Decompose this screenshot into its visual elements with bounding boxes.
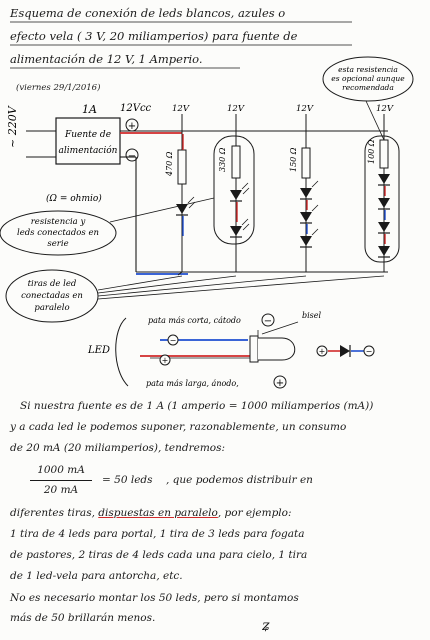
long-leg-plus-icon xyxy=(273,375,287,389)
power-supply-label-2: alimentación xyxy=(59,145,118,156)
led-base xyxy=(249,335,259,363)
optional-note-1: esta resistencia xyxy=(338,65,398,74)
resistor-2 xyxy=(231,145,241,179)
ohm-note: (Ω = ohmio) xyxy=(46,193,102,204)
para-line-5: No es necesario montar los 50 leds, pero… xyxy=(10,592,299,604)
led-2-2-icon xyxy=(230,226,242,236)
negative-terminal-icon xyxy=(125,148,139,162)
ac-input-label: ~ 220V xyxy=(6,105,19,148)
series-note-arrow xyxy=(109,197,215,223)
led-dome xyxy=(258,337,296,361)
optional-note-3: recomendada xyxy=(342,83,394,92)
optional-note-2: es opcional aunque xyxy=(331,74,405,83)
positive-terminal-sign: + xyxy=(128,121,136,132)
series-note-1: resistencia y xyxy=(31,217,86,227)
resistor-3-value: 150 Ω xyxy=(289,147,298,172)
para-line-4: de 1 led-vela para antorcha, etc. xyxy=(10,570,183,582)
series-highlight-outline xyxy=(213,135,255,245)
rail-label-3: 12V xyxy=(296,104,314,114)
svg-text:−: − xyxy=(366,347,373,356)
power-supply-box xyxy=(55,117,121,165)
led-3-1-icon xyxy=(300,188,312,198)
series-note-bubble xyxy=(0,210,117,256)
led-detail-label: LED xyxy=(87,345,110,356)
resistor-4 xyxy=(379,139,389,169)
svg-text:+: + xyxy=(319,347,326,356)
led-symbol-icon: + − xyxy=(316,345,375,357)
parallel-arrow-1 xyxy=(97,275,183,291)
para-line-6: más de 50 brillarán menos. xyxy=(10,612,156,624)
resistor-3 xyxy=(301,147,311,179)
parallel-emphasis: dispuestas en paralelo xyxy=(98,507,218,519)
rail-label-2: 12V xyxy=(227,104,245,114)
formula-tail: , que podemos distribuir en xyxy=(166,474,313,486)
parallel-arrow-3 xyxy=(97,275,307,297)
circuit-diagram: ~ 220V Fuente de alimentación 1A 12Vcc +… xyxy=(0,21,414,389)
formula-result: = 50 leds xyxy=(102,474,153,486)
led-string-1: 470 Ω xyxy=(165,114,196,276)
led-component-drawing: − + xyxy=(140,321,299,366)
optional-note-bubble xyxy=(322,56,414,102)
led-4-3-icon xyxy=(378,222,390,232)
formula-fraction-bar xyxy=(30,480,92,481)
formula-denominator: 20 mA xyxy=(43,484,79,496)
led-4-2-icon xyxy=(378,198,390,208)
led-detail-brace xyxy=(115,317,129,387)
resistor-1 xyxy=(177,149,187,185)
signature: ʑ xyxy=(262,618,270,634)
resistor-4-value: 100 Ω xyxy=(367,139,376,164)
parallel-note-3: paralelo xyxy=(34,303,69,313)
title-line-1: Esquema de conexión de leds blancos, azu… xyxy=(10,6,286,20)
formula-numerator: 1000 mA xyxy=(37,464,85,476)
rail-label-4: 12V xyxy=(376,104,394,114)
parallel-arrow-4 xyxy=(97,275,385,300)
led-3-3-icon xyxy=(300,236,312,246)
body-line-2: y a cada led le podemos suponer, razonab… xyxy=(10,421,347,433)
led-4-1-icon xyxy=(378,174,390,184)
body-line-1: Si nuestra fuente es de 1 A (1 amperio =… xyxy=(20,400,374,412)
svg-text:−: − xyxy=(170,336,177,345)
short-leg-label: pata más corta, cátodo xyxy=(148,316,241,325)
parallel-arrow-2 xyxy=(97,275,237,294)
optional-note-arrow xyxy=(365,100,385,141)
short-leg-minus-sign: − xyxy=(264,316,272,327)
date: (viernes 29/1/2016) xyxy=(16,83,101,93)
para-line-3: de pastores, 2 tiras de 4 leds cada una … xyxy=(10,549,308,561)
long-leg-label: pata más larga, ánodo, xyxy=(146,379,239,388)
led-string-3: 150 Ω xyxy=(289,114,319,272)
current-label: 1A xyxy=(82,103,97,116)
para-line-2: 1 tira de 4 leds para portal, 1 tira de … xyxy=(10,528,305,540)
parallel-note-2: conectadas en xyxy=(21,291,83,301)
bevel-label: bisel xyxy=(302,311,322,320)
led-3-2-icon xyxy=(300,212,312,222)
led-string-2: 330 Ω xyxy=(213,114,255,272)
led-2-1-icon xyxy=(230,190,242,200)
title-line-3: alimentación de 12 V, 1 Amperio. xyxy=(10,52,203,66)
power-supply-label-1: Fuente de xyxy=(64,130,111,140)
short-leg-minus-icon xyxy=(261,313,275,327)
resistor-1-value: 470 Ω xyxy=(165,151,174,177)
vcc-label: 12Vcc xyxy=(120,103,152,114)
svg-text:+: + xyxy=(162,356,169,365)
led-string-4: 100 Ω xyxy=(364,114,400,272)
series-note-3: serie xyxy=(47,239,68,249)
resistor-2-value: 330 Ω xyxy=(218,147,227,172)
rail-label-1: 12V xyxy=(172,104,190,114)
long-leg-plus-sign: + xyxy=(276,378,284,389)
led-4-4-icon xyxy=(378,246,390,256)
parallel-note-1: tiras de led xyxy=(28,279,77,289)
series-note-2: leds conectados en xyxy=(17,228,99,238)
title-line-2: efecto vela ( 3 V, 20 miliamperios) para… xyxy=(10,29,298,43)
para-line-1: diferentes tiras, dispuestas en paralelo… xyxy=(10,507,292,519)
bevel-arrow xyxy=(261,321,299,335)
led-1-1-icon xyxy=(176,204,188,214)
body-line-3: de 20 mA (20 miliamperios), tendremos: xyxy=(10,442,226,454)
